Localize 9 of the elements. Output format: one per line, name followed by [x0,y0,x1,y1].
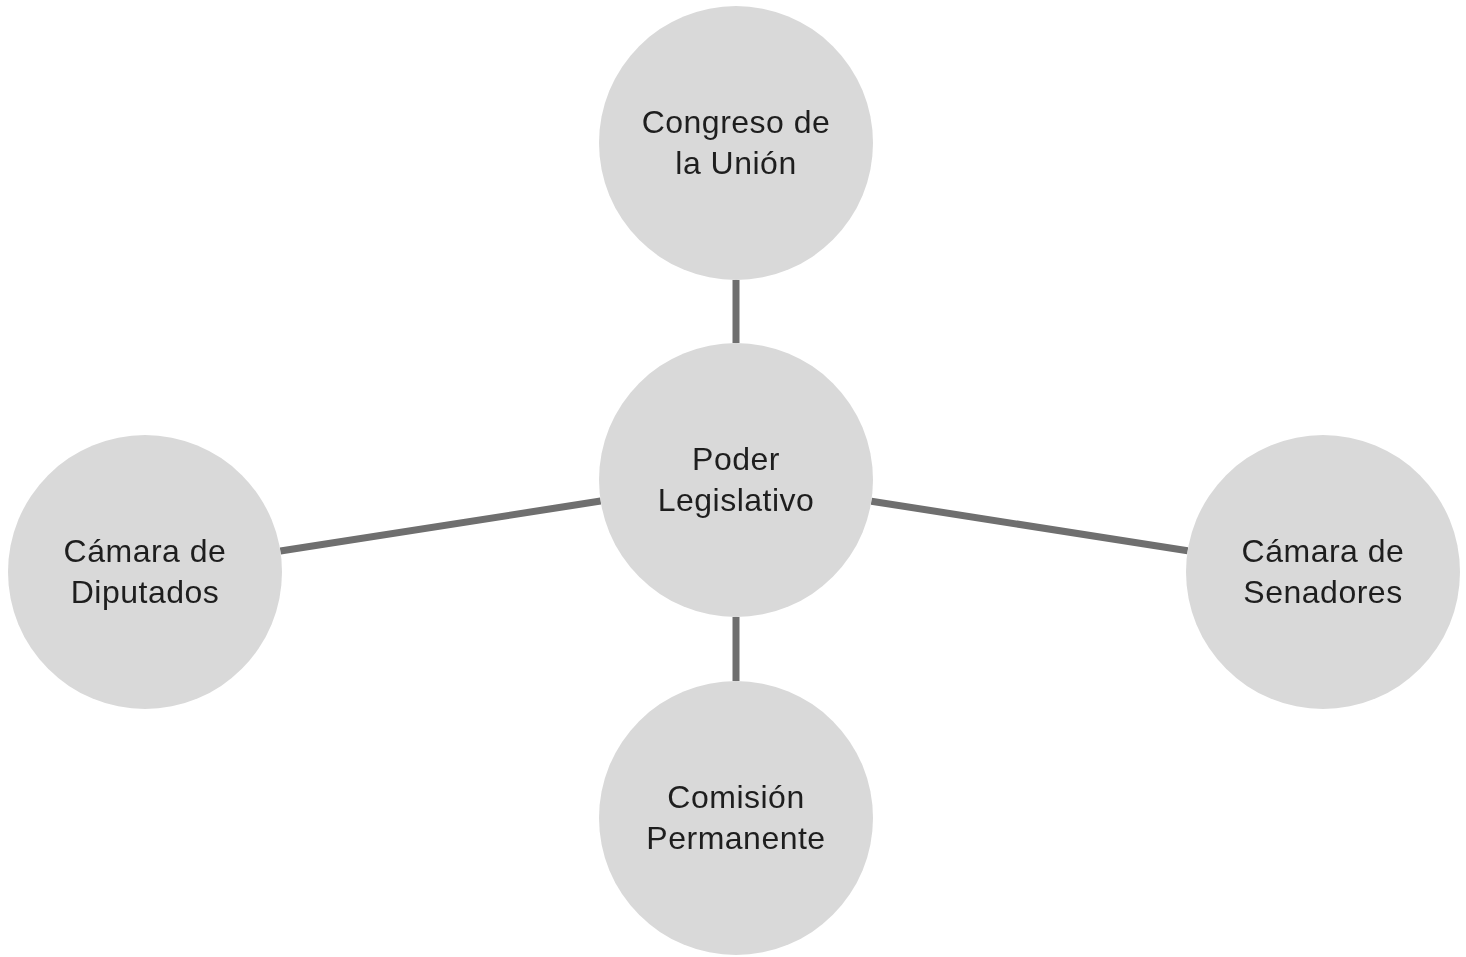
node-label: Cámara de Senadores [1240,532,1406,612]
node-label: Congreso de la Unión [640,103,832,183]
node-label: Comisión Permanente [645,778,827,858]
node-label: Cámara de Diputados [62,532,228,612]
connector-line [732,617,740,681]
connector-line [279,497,602,555]
connector-line [732,280,740,343]
node-label: Poder Legislativo [656,440,816,520]
connector-line [870,497,1189,555]
